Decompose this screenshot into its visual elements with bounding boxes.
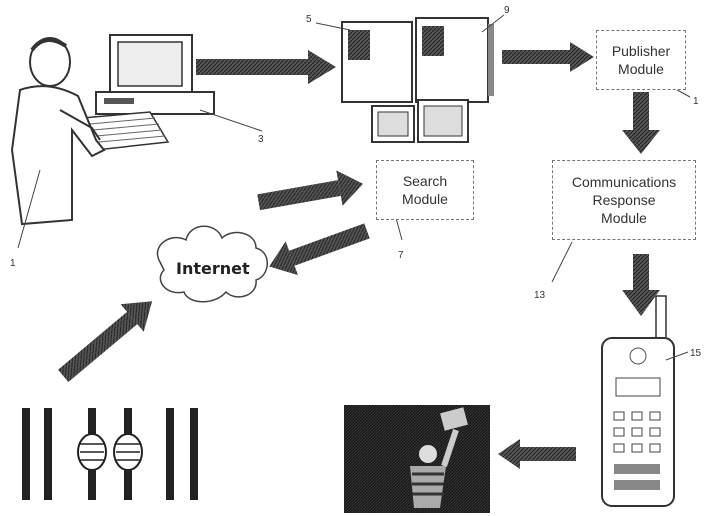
publisher-module-line-2: Module bbox=[618, 61, 664, 77]
search-module-line-2: Module bbox=[402, 191, 448, 207]
comm-module-line-3: Module bbox=[601, 210, 647, 226]
arrow-servers-to-publisher bbox=[502, 42, 594, 72]
arrow-user-to-servers bbox=[196, 50, 336, 84]
arrow-jail-to-internet bbox=[58, 301, 153, 382]
comm-module-line-1: Communications bbox=[571, 174, 677, 190]
arrow-user-to-search bbox=[257, 170, 364, 211]
arrow-phone-to-photo bbox=[498, 439, 576, 469]
arrows bbox=[58, 42, 660, 469]
mobile-phone-icon bbox=[601, 295, 675, 507]
prisoner-photo-icon bbox=[344, 405, 490, 513]
ref-server-b: 9 bbox=[504, 5, 510, 16]
ref-server-a: 5 bbox=[306, 14, 312, 25]
comm-module-line-2: Response bbox=[592, 192, 656, 208]
ref-search-module: 7 bbox=[398, 250, 404, 261]
jail-bars-icon bbox=[22, 408, 198, 500]
arrow-comm-to-phone bbox=[622, 254, 660, 316]
ref-comm-module: 13 bbox=[534, 290, 546, 301]
arrow-search-to-internet bbox=[269, 223, 370, 276]
publisher-module-line-1: Publisher bbox=[611, 43, 671, 59]
ref-user: 1 bbox=[10, 258, 16, 269]
ref-phone: 15 bbox=[690, 348, 702, 359]
comm-response-module-box: Communications Response Module bbox=[552, 160, 696, 240]
leader-lines bbox=[17, 14, 691, 361]
cloud-icon bbox=[156, 225, 268, 303]
arrow-publisher-to-comm bbox=[622, 92, 660, 154]
search-module-line-1: Search bbox=[402, 173, 448, 189]
search-module-box: Search Module bbox=[376, 160, 474, 220]
ref-workstation: 3 bbox=[258, 134, 264, 145]
server-cluster-icon bbox=[341, 17, 494, 143]
user-at-computer-icon bbox=[10, 34, 215, 226]
internet-label: Internet bbox=[176, 259, 250, 278]
ref-publisher-module: 1 bbox=[693, 96, 699, 107]
publisher-module-box: Publisher Module bbox=[596, 30, 686, 90]
